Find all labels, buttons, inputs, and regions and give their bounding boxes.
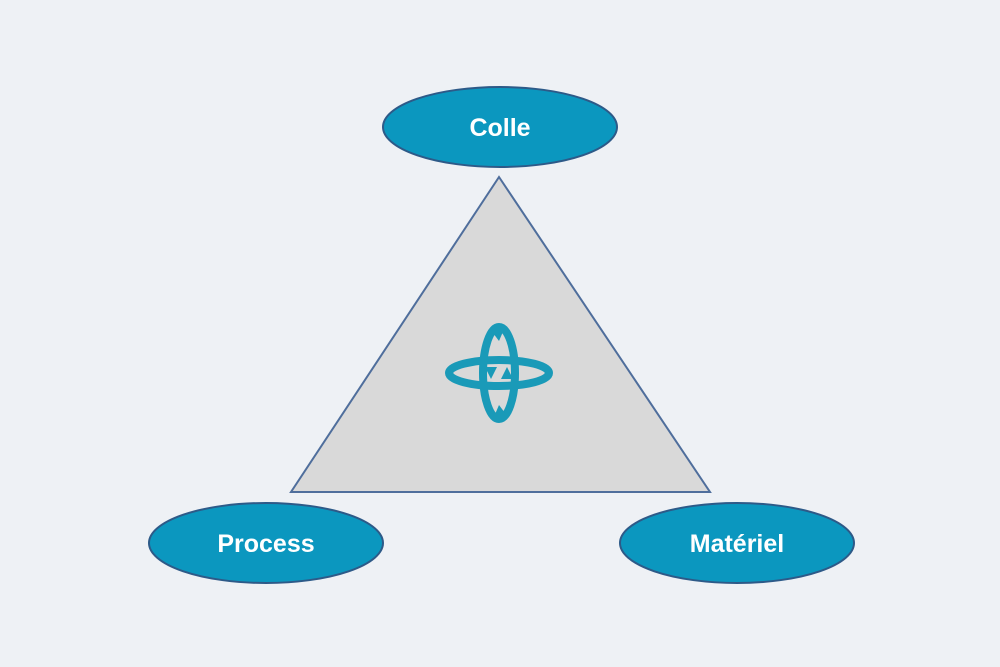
node-materiel-label: Matériel [690,530,784,558]
node-materiel: Matériel [619,502,855,584]
cycle-arrows-icon [445,323,553,423]
node-colle-label: Colle [469,114,530,142]
node-materiel-ellipse [619,502,855,584]
node-process: Process [148,502,384,584]
node-process-label: Process [217,530,314,558]
node-colle: Colle [382,86,618,168]
node-colle-ellipse [382,86,618,168]
node-process-ellipse [148,502,384,584]
